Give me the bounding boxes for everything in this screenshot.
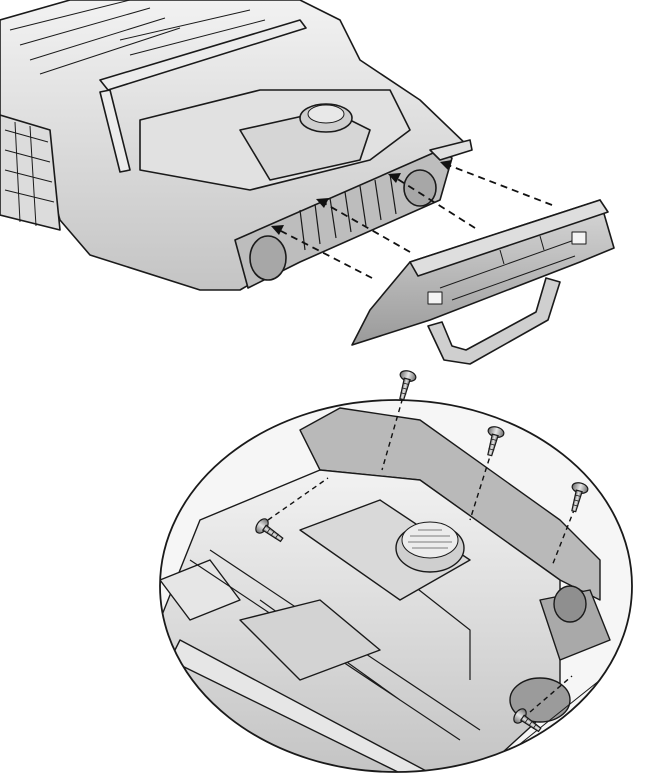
screw-guide-5	[529, 675, 573, 713]
headlight-right	[403, 169, 437, 207]
car-chassis-top-view	[0, 0, 473, 291]
screw-guide-4	[267, 477, 329, 521]
detail-circle-outline	[159, 399, 633, 773]
front-bumper	[351, 199, 615, 365]
screw-guide-2	[469, 449, 493, 521]
hood-ribs	[9, 0, 266, 75]
screw-3	[571, 482, 589, 513]
screw-4	[255, 518, 284, 543]
bumper-detail-lines	[439, 235, 581, 301]
bumper-top-face	[409, 199, 609, 277]
insertion-arrow-2	[395, 177, 476, 229]
roll-bar	[99, 19, 307, 173]
bumper-bracket-right	[571, 231, 587, 245]
detail-view	[159, 399, 633, 773]
screw-1	[399, 370, 417, 401]
screws	[255, 370, 589, 733]
screw-2	[487, 426, 505, 457]
side-grille	[0, 114, 61, 231]
mounting-tab	[429, 139, 473, 161]
grille-slots	[299, 173, 397, 251]
arrow-heads	[271, 160, 452, 235]
insertion-arrow-4	[278, 229, 373, 279]
detail-inner-box	[299, 499, 471, 601]
screw-5	[513, 708, 542, 733]
insertion-arrow-1	[447, 164, 553, 206]
insertion-arrows	[278, 164, 553, 279]
bumper-bracket-left	[427, 291, 443, 305]
screw-guide-1	[381, 389, 406, 471]
detail-inner-box-2	[239, 599, 381, 681]
detail-headlight	[553, 585, 587, 623]
headlight-left	[249, 235, 287, 281]
detail-speaker	[395, 521, 465, 573]
bumper-tow-loop	[427, 277, 561, 365]
insertion-arrow-3	[323, 202, 411, 253]
